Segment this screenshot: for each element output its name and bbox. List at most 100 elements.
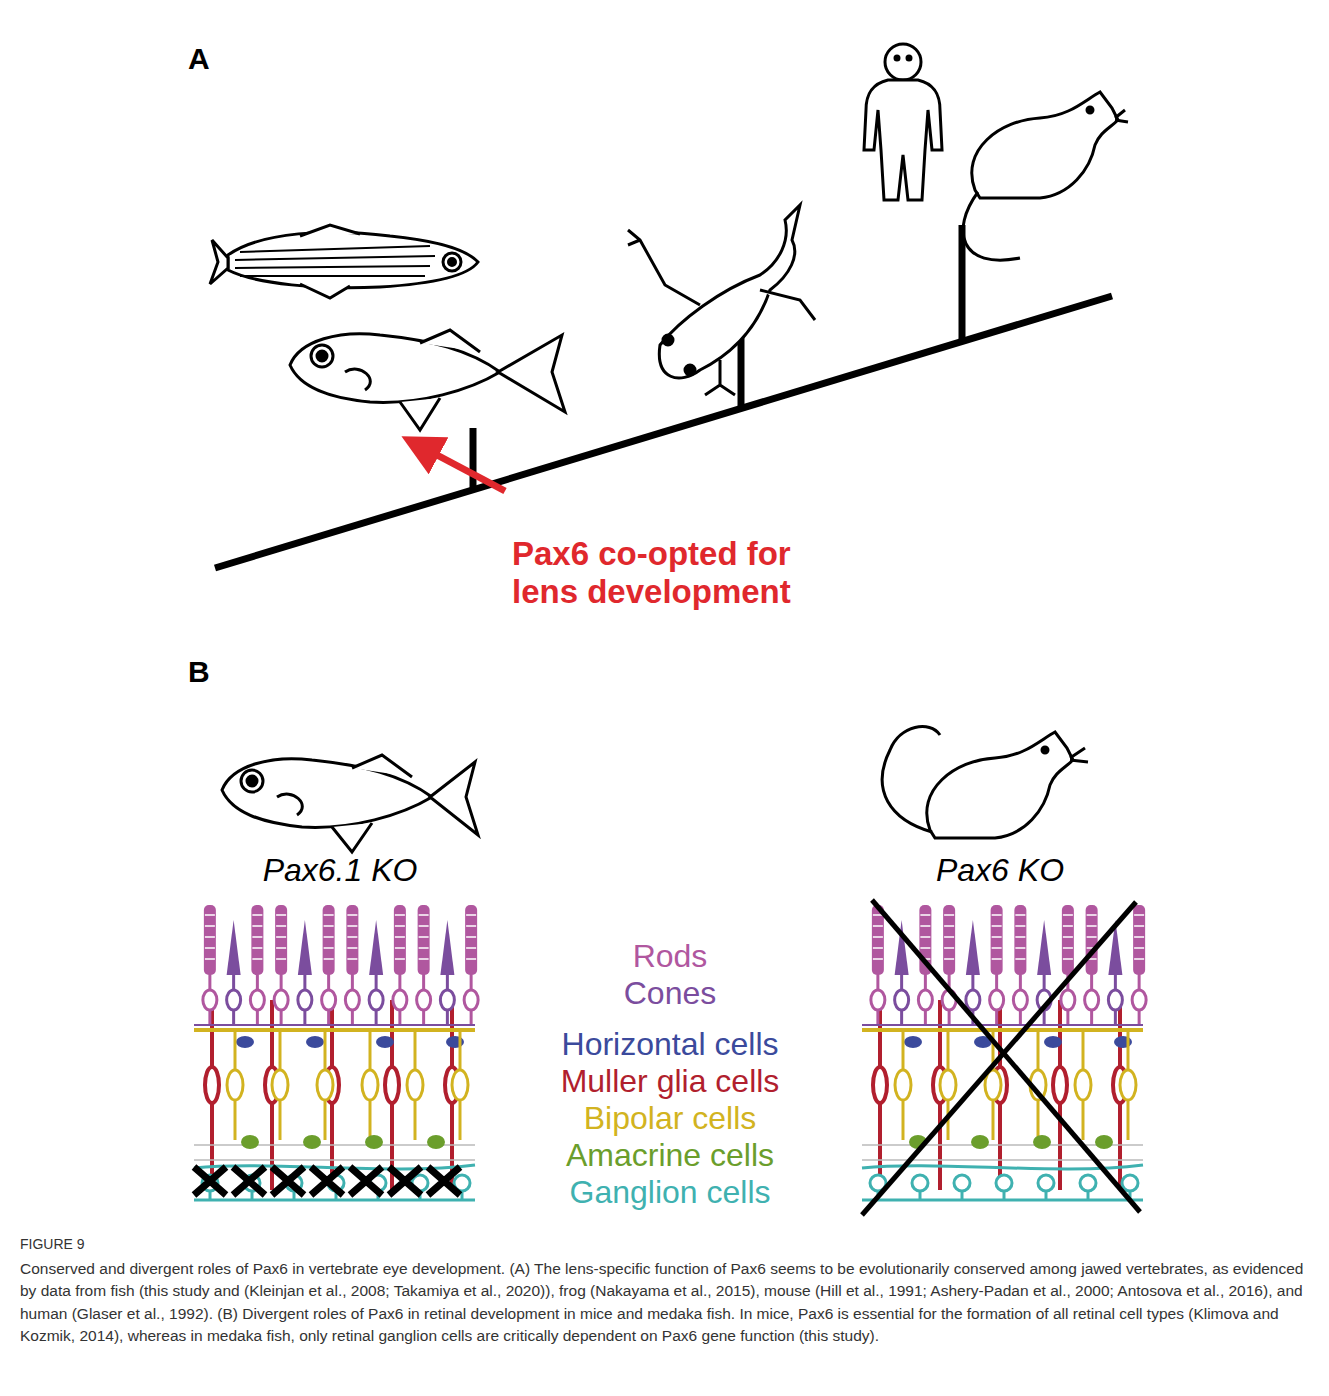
legend-entry: Horizontal cells [562, 1026, 779, 1063]
photoreceptor-soma [345, 990, 359, 1010]
photoreceptor-soma [1013, 990, 1027, 1010]
mouse-icon [963, 92, 1128, 260]
rod-disc [944, 936, 954, 938]
legend-entry: Bipolar cells [584, 1100, 757, 1137]
rod-disc [1134, 958, 1144, 960]
rod-disc [205, 947, 215, 949]
horizontal-cell [306, 1036, 324, 1048]
rod-disc [276, 925, 286, 927]
rod-outer-segment [418, 905, 430, 975]
rod-disc [1087, 914, 1097, 916]
x-mark [233, 1167, 265, 1195]
tree-branch [470, 428, 477, 490]
rod-disc [1134, 947, 1144, 949]
photoreceptor-soma [1132, 990, 1146, 1010]
rod-outer-segment [346, 905, 358, 975]
amacrine-cell [1033, 1135, 1051, 1149]
rod-disc [347, 958, 357, 960]
cone-outer-segment [440, 920, 454, 975]
x-mark [428, 1167, 460, 1195]
rod-outer-segment [991, 905, 1003, 975]
rod-disc [419, 936, 429, 938]
ganglion-cell [954, 1175, 970, 1191]
x-mark [272, 1167, 304, 1195]
rod-disc [324, 958, 334, 960]
cone-outer-segment [966, 920, 980, 975]
rod-disc [944, 914, 954, 916]
rod-disc [276, 947, 286, 949]
rod-disc [347, 947, 357, 949]
rod-disc [1063, 914, 1073, 916]
photoreceptor-soma [274, 990, 288, 1010]
rod-disc [395, 958, 405, 960]
muller-cell [205, 1067, 219, 1103]
amacrine-cell [303, 1135, 321, 1149]
knockout-label: Pax6.1 KO [263, 852, 418, 889]
ganglion-cell [912, 1175, 928, 1191]
rod-disc [205, 936, 215, 938]
rod-disc [419, 958, 429, 960]
panel-label: B [188, 655, 210, 689]
rod-disc [276, 958, 286, 960]
big-x [862, 900, 1140, 1215]
rod-outer-segment [204, 905, 216, 975]
legend-entry: Muller glia cells [561, 1063, 780, 1100]
rod-disc [1134, 936, 1144, 938]
rod-disc [395, 947, 405, 949]
rod-disc [1015, 947, 1025, 949]
rod-disc [347, 936, 357, 938]
photoreceptor-soma [298, 990, 312, 1010]
legend-entry: Rods [633, 938, 708, 975]
amacrine-cell [427, 1135, 445, 1149]
rod-disc [1063, 958, 1073, 960]
rod-disc [873, 936, 883, 938]
rod-disc [466, 947, 476, 949]
ganglion-cell [1122, 1175, 1138, 1191]
photoreceptor-soma [250, 990, 264, 1010]
bipolar-cell [272, 1070, 288, 1100]
photoreceptor-soma [966, 990, 980, 1010]
red-arrow [420, 446, 505, 491]
rod-outer-segment [465, 905, 477, 975]
rod-disc [873, 958, 883, 960]
rod-disc [1015, 925, 1025, 927]
outer-plexiform [194, 1024, 475, 1026]
amacrine-cell [971, 1135, 989, 1149]
rod-disc [252, 914, 262, 916]
photoreceptor-soma [1061, 990, 1075, 1010]
rod-disc [1015, 914, 1025, 916]
rod-disc [992, 925, 1002, 927]
photoreceptor-soma [322, 990, 336, 1010]
panel-label: A [188, 42, 210, 76]
outer-plexiform [862, 1028, 1143, 1032]
rod-disc [466, 925, 476, 927]
x-mark [311, 1167, 343, 1195]
rod-outer-segment [1014, 905, 1026, 975]
rod-disc [873, 925, 883, 927]
rod-disc [1087, 936, 1097, 938]
cross-line [862, 902, 1136, 1215]
rod-disc [419, 925, 429, 927]
rod-disc [205, 914, 215, 916]
human-icon [864, 44, 942, 200]
rod-disc [1015, 936, 1025, 938]
rod-disc [944, 925, 954, 927]
rod-disc [466, 914, 476, 916]
bipolar-cell [1075, 1070, 1091, 1100]
mouse-icon [882, 727, 1088, 838]
photoreceptor-soma [895, 990, 909, 1010]
horizontal-cell [904, 1036, 922, 1048]
cone-outer-segment [298, 920, 312, 975]
medaka-icon [222, 755, 478, 852]
rod-disc [205, 925, 215, 927]
rod-outer-segment [394, 905, 406, 975]
retina-left [194, 905, 478, 1200]
amacrine-cell [365, 1135, 383, 1149]
zebrafish-icon [210, 225, 478, 298]
rod-disc [1087, 925, 1097, 927]
rod-disc [920, 925, 930, 927]
rod-disc [1063, 925, 1073, 927]
photoreceptor-soma [227, 990, 241, 1010]
legend-entry: Amacrine cells [566, 1137, 774, 1174]
rod-disc [395, 925, 405, 927]
